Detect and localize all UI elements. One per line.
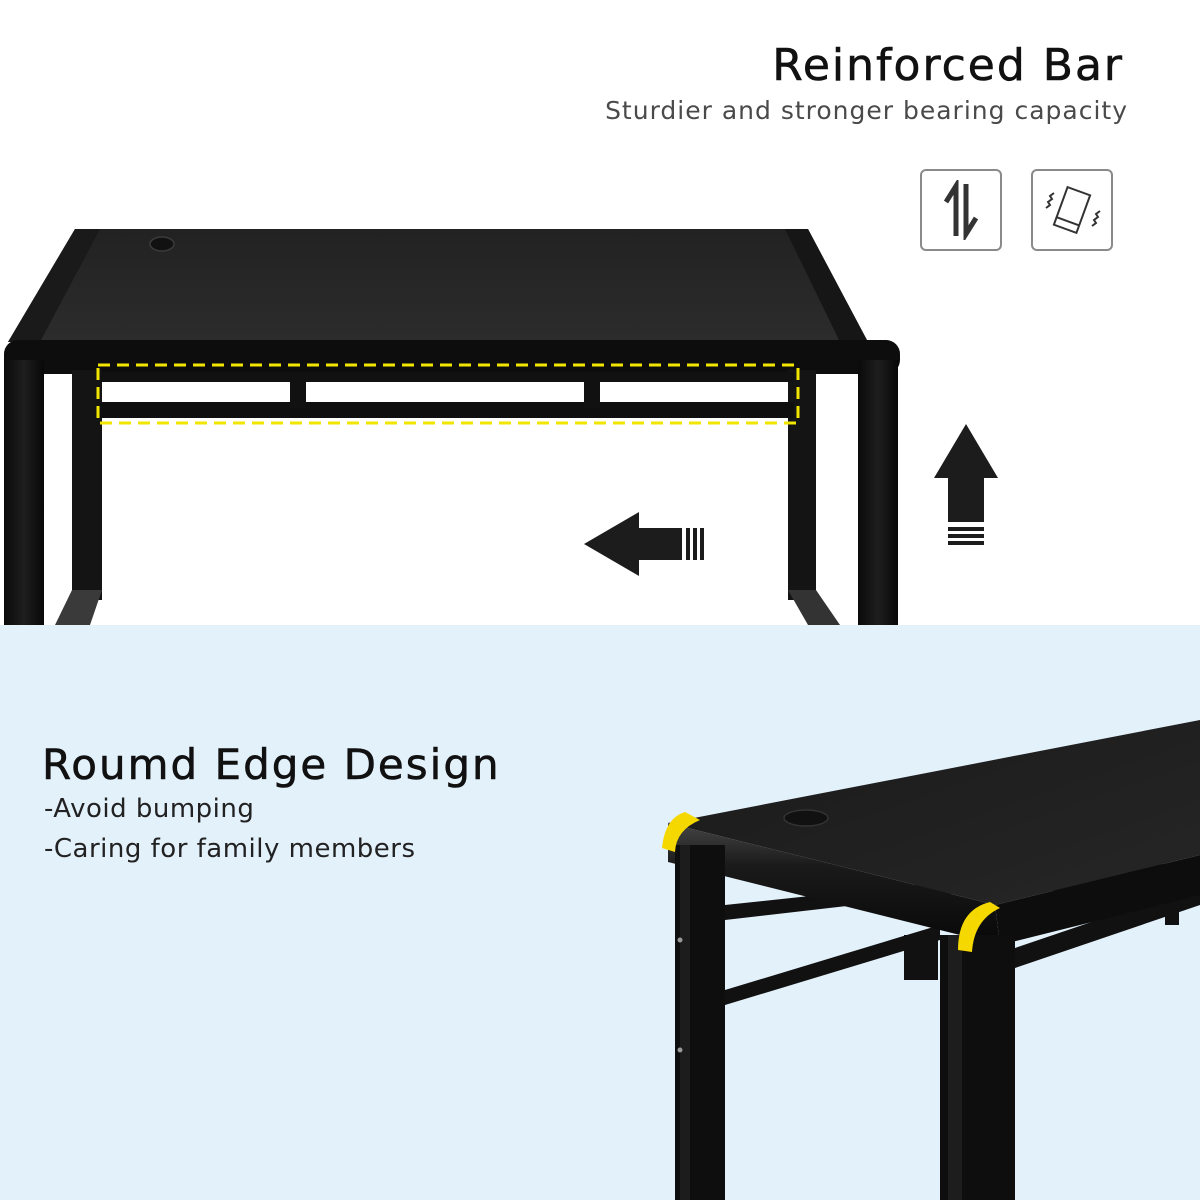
reinforced-bar-highlight bbox=[96, 363, 800, 425]
anti-wobble-badge bbox=[1031, 169, 1113, 251]
round-edge-title: Roumd Edge Design bbox=[42, 740, 501, 790]
left-arrow-icon bbox=[584, 512, 704, 576]
reinforced-bar-title: Reinforced Bar bbox=[772, 40, 1124, 92]
up-arrow-icon bbox=[934, 424, 998, 545]
feature-bullet: -Caring for family members bbox=[44, 834, 416, 864]
corner-guard-left bbox=[662, 812, 700, 852]
reinforced-bar-panel: Reinforced Bar Sturdier and stronger bea… bbox=[4, 39, 1128, 625]
round-edge-panel: Roumd Edge Design -Avoid bumping -Caring… bbox=[0, 625, 1200, 1200]
load-bearing-badge bbox=[920, 169, 1002, 251]
up-down-arrows-icon bbox=[943, 180, 979, 240]
feature-bullet: -Avoid bumping bbox=[44, 794, 255, 824]
corner-guard-right bbox=[958, 902, 1000, 952]
reinforced-bar-subtitle: Sturdier and stronger bearing capacity bbox=[605, 96, 1128, 125]
desk-front-view-illustration bbox=[4, 229, 900, 625]
shake-resistant-icon bbox=[1045, 185, 1101, 235]
desk-angled-view-illustration bbox=[662, 720, 1200, 1200]
